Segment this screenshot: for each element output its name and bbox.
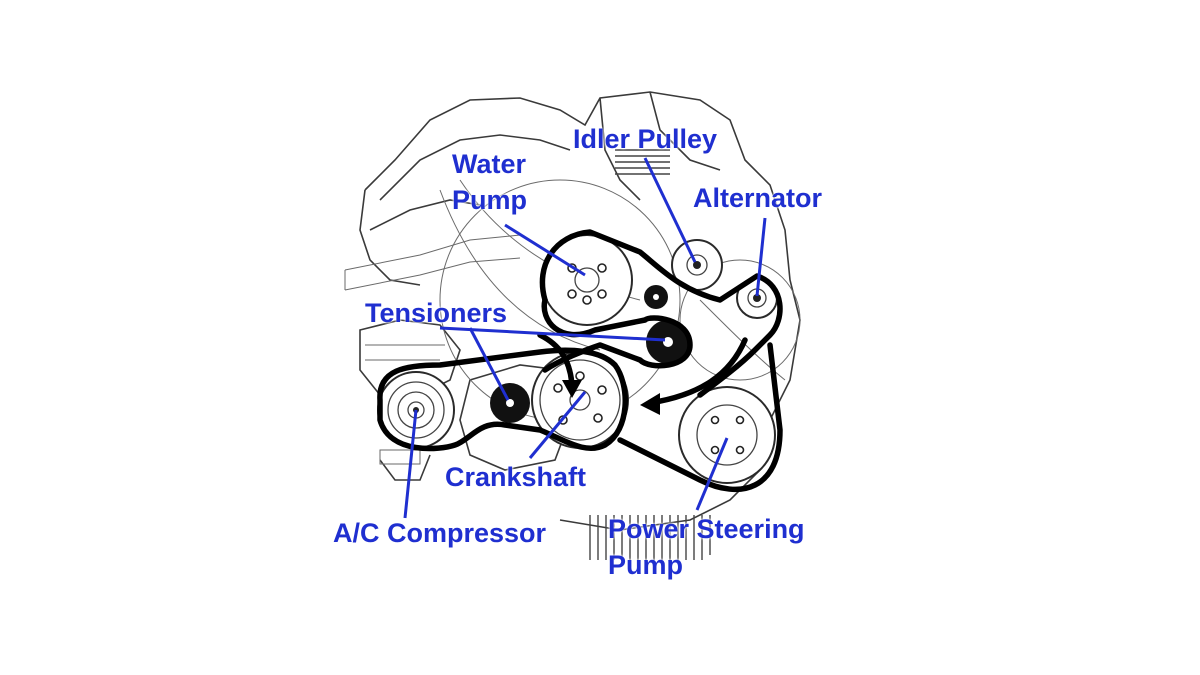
pointer-ac-compressor — [403, 409, 418, 519]
pointer-crankshaft — [528, 391, 587, 459]
power-steering-label-line2: Pump — [608, 550, 684, 580]
lower-tensioner — [490, 383, 530, 423]
pointer-power-steering — [695, 437, 729, 511]
upper-tensioner — [646, 320, 690, 364]
engine-block-outline — [344, 91, 801, 560]
water-pump-label-line2: Pump — [452, 185, 528, 215]
label-pointers — [403, 157, 767, 519]
drive-belts — [377, 229, 783, 493]
top-grille-hatching — [615, 149, 670, 175]
pointer-tensioner-lower — [468, 327, 510, 401]
pointer-water-pump — [504, 223, 586, 277]
ac-compressor-label: A/C Compressor — [333, 518, 547, 548]
small-idler-left — [644, 285, 668, 309]
pointer-alternator — [755, 217, 767, 297]
alternator-label: Alternator — [693, 183, 823, 213]
pointer-tensioner-upper — [439, 326, 666, 342]
idler-pulley-label: Idler Pulley — [573, 124, 718, 154]
tensioners-label: Tensioners — [365, 298, 508, 328]
power-steering-pulley — [678, 386, 776, 484]
pointer-idler-pulley — [643, 157, 697, 263]
crankshaft-label: Crankshaft — [445, 462, 587, 492]
grille-hatching — [589, 515, 711, 560]
water-pump-label-line1: Water — [452, 149, 527, 179]
power-steering-label-line1: Power Steering — [608, 514, 805, 544]
